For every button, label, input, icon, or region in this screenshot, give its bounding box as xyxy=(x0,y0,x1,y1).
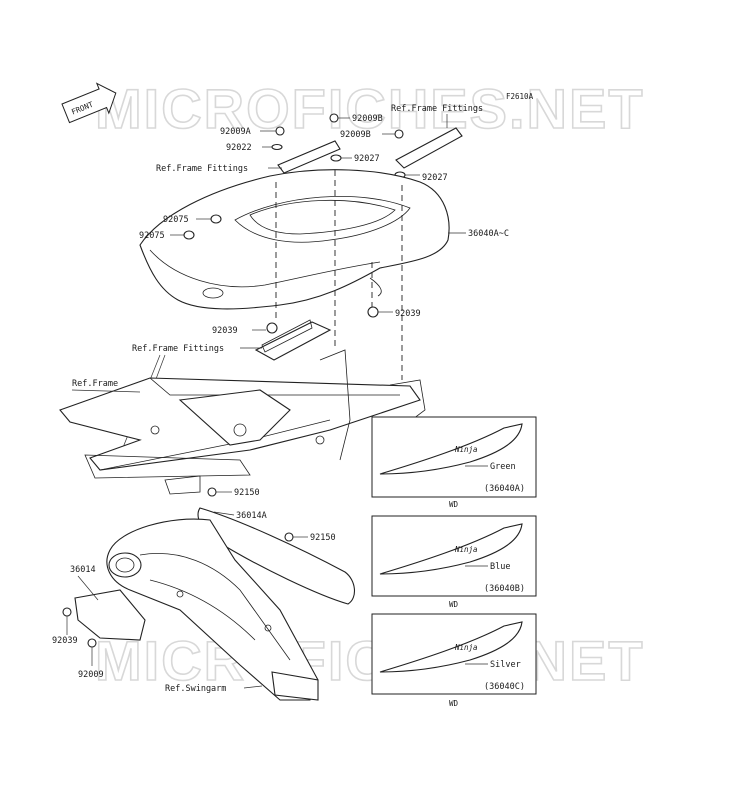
label-92027-b: 92027 xyxy=(422,173,448,183)
variant-color-green: Green xyxy=(490,462,516,472)
label-92009B-a: 92009B xyxy=(352,114,383,124)
label-92009A: 92009A xyxy=(220,127,251,137)
label-36014A: 36014A xyxy=(236,511,267,521)
frame-fitting-bracket xyxy=(254,319,332,361)
figure-code: F2610A xyxy=(506,92,534,101)
washer-92022 xyxy=(262,143,283,151)
frame-fitting-strap-right xyxy=(395,114,463,169)
front-arrow-icon: FRONT xyxy=(61,82,117,124)
frame-fitting-strap-left xyxy=(277,140,341,174)
variant-wd-silver: WD xyxy=(449,699,459,708)
label-92039-c: 92039 xyxy=(52,636,78,646)
label-ref-frame-fittings-mid: Ref.Frame Fittings xyxy=(156,164,248,174)
variant-wd-green: WD xyxy=(449,500,459,509)
watermark-top: MICROFICHES.NET xyxy=(95,77,645,140)
label-92009B-b: 92009B xyxy=(340,130,371,140)
collar-92027-a xyxy=(330,154,352,162)
label-ref-frame: Ref.Frame xyxy=(72,379,118,389)
seat-cowl-36040 xyxy=(139,169,466,310)
label-92009: 92009 xyxy=(78,670,104,680)
variant-logo-green: Ninja xyxy=(454,445,478,454)
label-92150-a: 92150 xyxy=(234,488,260,498)
fastener-92009 xyxy=(87,638,97,666)
variant-box-blue: Ninja Blue (36040B) WD xyxy=(371,515,537,609)
variant-logo-blue: Ninja xyxy=(454,545,478,554)
swingarm xyxy=(74,518,319,701)
grommet-92075-a xyxy=(196,214,222,224)
label-36040A-C: 36040A~C xyxy=(468,229,509,239)
label-ref-swingarm: Ref.Swingarm xyxy=(165,684,226,694)
label-ref-frame-fittings-low: Ref.Frame Fittings xyxy=(132,344,224,354)
label-92075-b: 92075 xyxy=(139,231,165,241)
bolt-92039-c xyxy=(62,607,72,635)
variant-box-silver: Ninja Silver (36040C) WD xyxy=(371,613,537,708)
variant-wd-blue: WD xyxy=(449,600,459,609)
variant-color-blue: Blue xyxy=(490,562,510,572)
fastener-92009B-b xyxy=(382,129,404,139)
bolt-92039-b xyxy=(367,306,393,318)
label-92027-a: 92027 xyxy=(354,154,380,164)
screw-92150-b xyxy=(284,532,308,542)
variant-code-silver: (36040C) xyxy=(484,682,525,692)
rear-subframe xyxy=(59,349,426,495)
variant-color-silver: Silver xyxy=(490,660,521,670)
screw-92150-a xyxy=(207,487,232,497)
label-92075-a: 92075 xyxy=(163,215,189,225)
variant-code-green: (36040A) xyxy=(484,484,525,494)
label-36014: 36014 xyxy=(70,565,96,575)
watermark-bottom: MICROFICHES.NET xyxy=(95,629,645,692)
label-92150-b: 92150 xyxy=(310,533,336,543)
label-92039-b: 92039 xyxy=(395,309,421,319)
label-92039-a: 92039 xyxy=(212,326,238,336)
grommet-92075-b xyxy=(170,230,195,240)
variant-code-blue: (36040B) xyxy=(484,584,525,594)
variant-logo-silver: Ninja xyxy=(454,643,478,652)
variant-box-green: Ninja Green (36040A) WD xyxy=(371,416,537,509)
label-ref-frame-fittings-top: Ref.Frame Fittings xyxy=(391,104,483,114)
fastener-92009A xyxy=(260,126,285,136)
label-92022: 92022 xyxy=(226,143,252,153)
fastener-92009B-a xyxy=(329,113,350,123)
bolt-92039-a xyxy=(252,322,278,334)
